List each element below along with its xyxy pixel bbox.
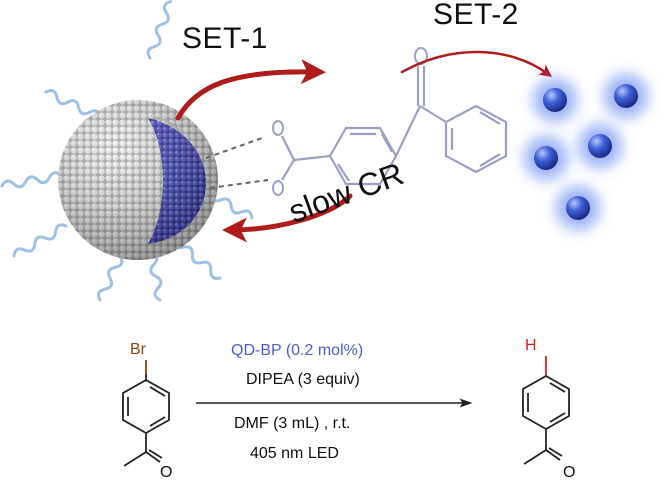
solvent-condition: DMF (3 mL) , r.t. — [234, 415, 351, 432]
catalyst-condition: QD-BP (0.2 mol%) — [231, 342, 364, 359]
product-oxygen-label: O — [563, 464, 576, 481]
benzophenone-structure — [281, 66, 508, 186]
ligand-wave-icon — [0, 0, 254, 302]
reactant-structure — [122, 360, 170, 467]
set1-arrow — [175, 59, 326, 121]
set2-label: SET-2 — [433, 0, 519, 31]
hydrogen-atom-label: H — [525, 337, 537, 354]
anchor-bonds — [205, 137, 269, 189]
slow-cr-arrow — [222, 193, 353, 243]
set2-arrow — [400, 50, 553, 77]
electron-sphere-icon — [524, 74, 648, 230]
reactant-oxygen-label: O — [160, 464, 173, 481]
light-condition: 405 nm LED — [250, 445, 339, 462]
set1-label: SET-1 — [182, 22, 268, 55]
quantum-dot-icon — [58, 100, 218, 260]
product-structure — [522, 356, 570, 465]
bromine-atom-label: Br — [130, 341, 146, 358]
base-condition: DIPEA (3 equiv) — [246, 371, 360, 388]
carboxylate-oxygens — [272, 120, 284, 196]
